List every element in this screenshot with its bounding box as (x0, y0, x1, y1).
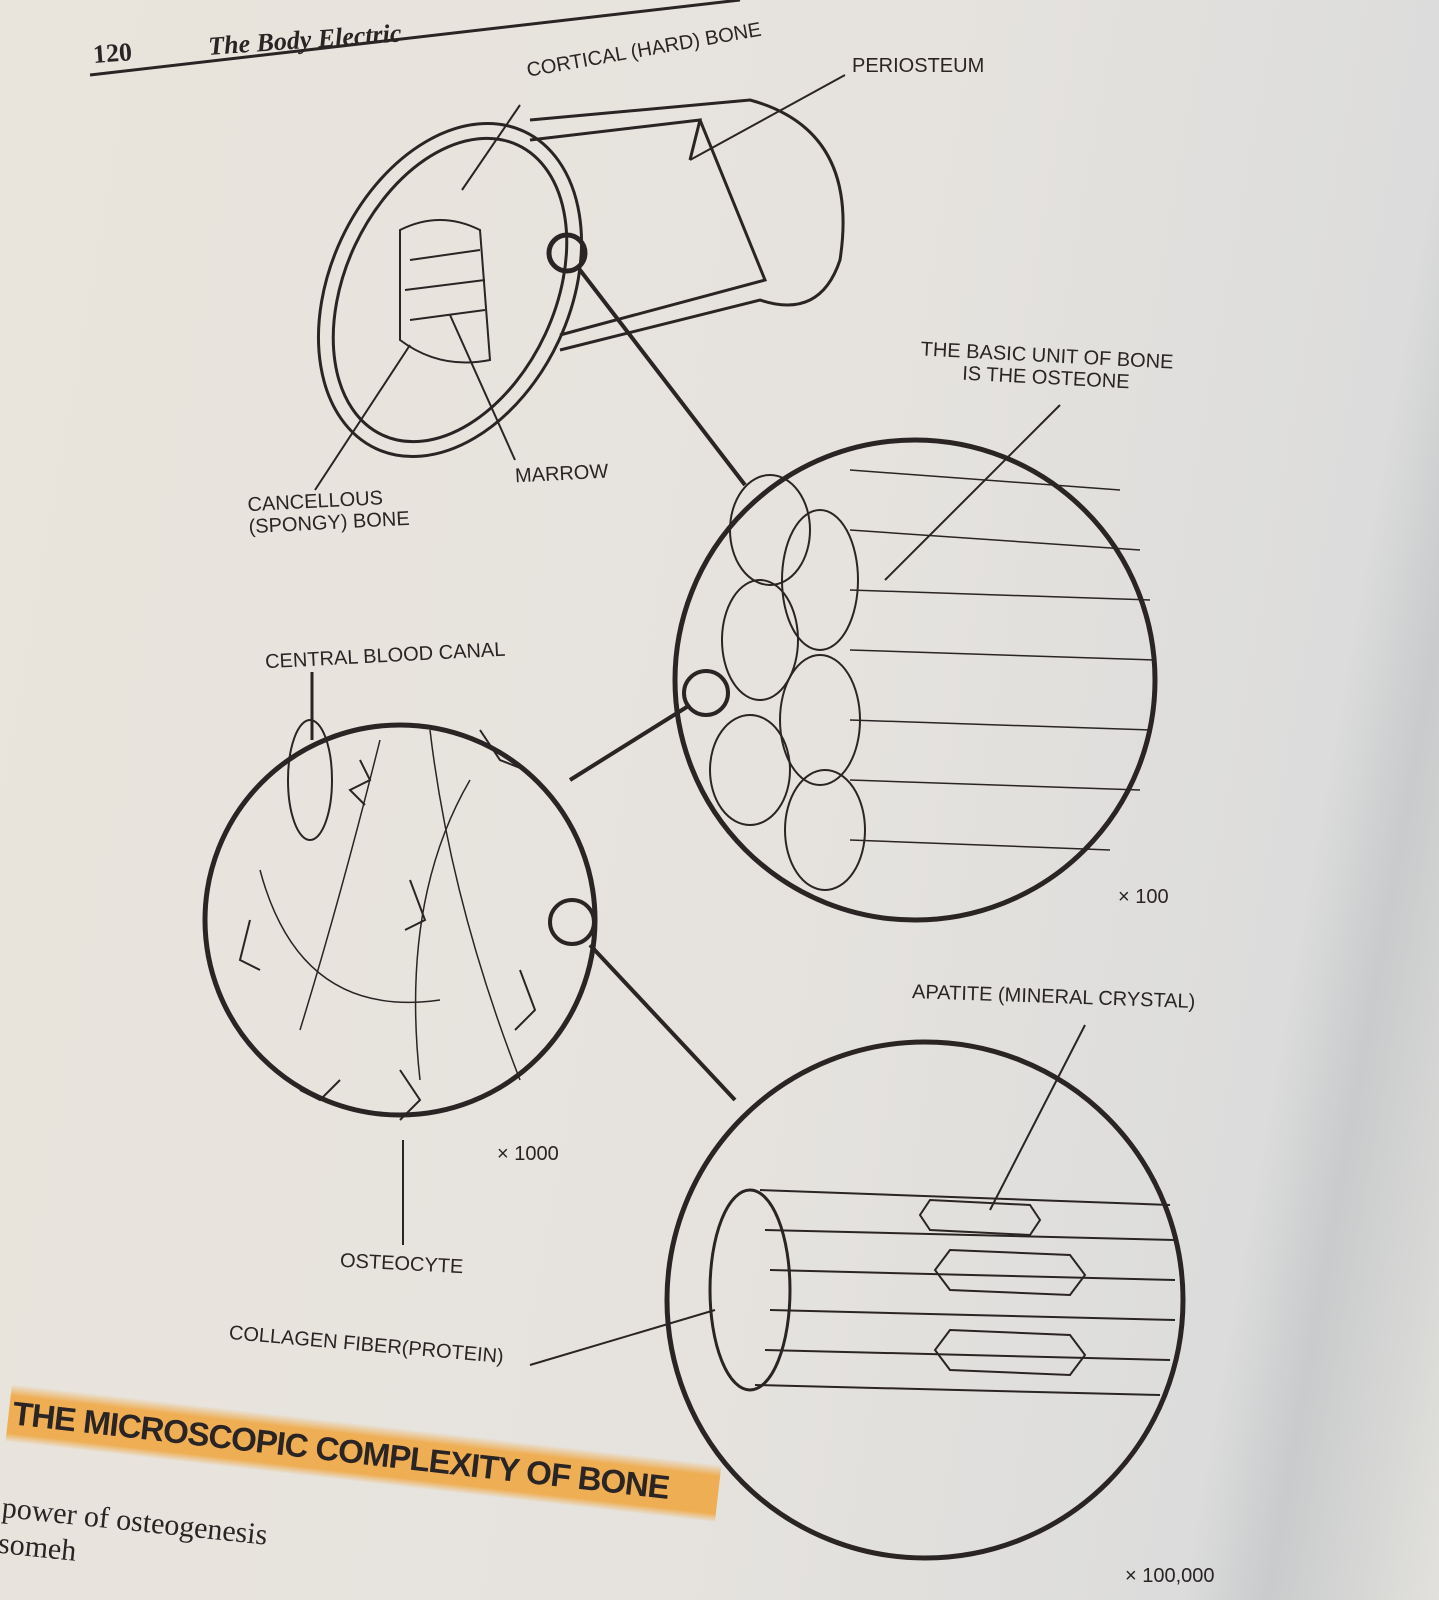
zoom-marker-3 (548, 898, 596, 946)
header-rule (89, 0, 741, 77)
label-cancellous: CANCELLOUS(SPONGY) BONE (247, 486, 410, 538)
magnification-100000: × 100,000 (1125, 1565, 1215, 1587)
zoom-arrow-2 (568, 703, 692, 782)
magnification-1000: × 1000 (497, 1143, 559, 1165)
magnification-100: × 100 (1118, 886, 1169, 908)
osteocyte-magnified-view (202, 719, 598, 1121)
collagen-magnified-view (664, 1039, 1186, 1561)
zoom-arrow-3 (588, 943, 737, 1102)
label-periosteum: PERIOSTEUM (852, 55, 985, 77)
zoom-marker-1 (546, 232, 588, 274)
body-text-line2: someh (0, 1526, 79, 1568)
zoom-arrow-1 (578, 268, 747, 487)
bone-cylinder-illustration (316, 98, 845, 459)
zoom-marker-2 (682, 669, 730, 717)
osteone-magnified-view (672, 437, 1158, 923)
